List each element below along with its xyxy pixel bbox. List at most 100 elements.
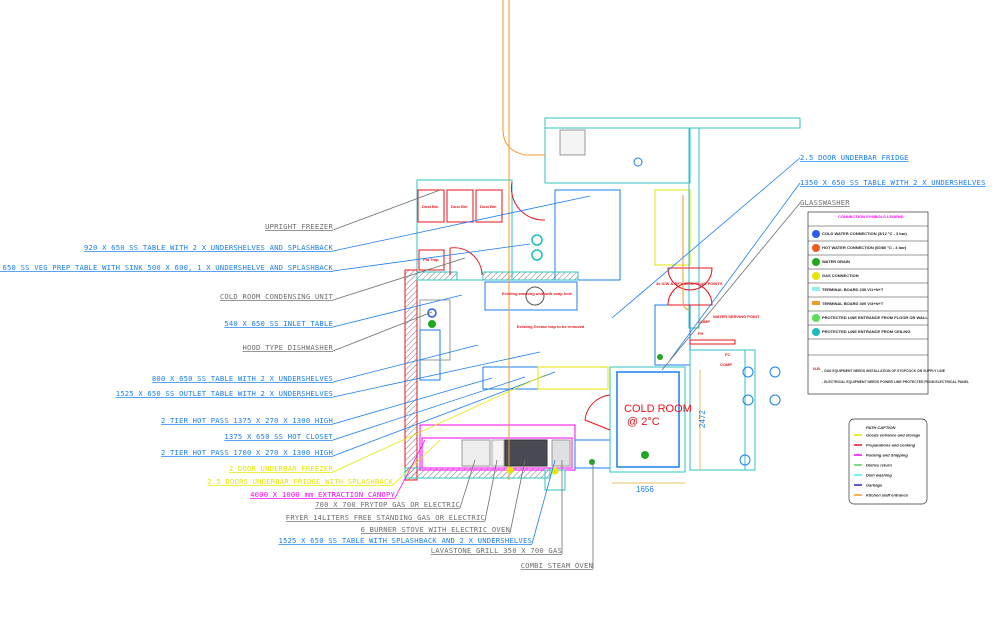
leader-line bbox=[392, 439, 441, 486]
leader-line bbox=[332, 311, 433, 352]
leader-line bbox=[531, 459, 556, 545]
path-caption-item: Preparations and cooking bbox=[866, 443, 916, 448]
cold-room bbox=[609, 366, 686, 473]
equipment-label: GLASSWASHER bbox=[800, 198, 850, 207]
mid-wall bbox=[482, 271, 579, 281]
ceiling-entrance-icon bbox=[812, 328, 820, 336]
dust-bin-label: Dust Bin bbox=[480, 204, 497, 209]
equipment-label: 700 X 700 FRYTOP GAS OR ELECTRIC bbox=[315, 500, 460, 509]
equipment-label: 2050 X 650 SS VEG PREP TABLE WITH SINK 5… bbox=[0, 263, 333, 272]
water-connection-icon bbox=[531, 234, 543, 246]
existing-sink-label: Existing washing unit with soap hole bbox=[502, 291, 573, 296]
gas-connection-icon bbox=[812, 272, 820, 280]
top-corridor-wall bbox=[544, 117, 801, 129]
pipe-3 bbox=[682, 195, 691, 311]
leader-line bbox=[332, 377, 493, 425]
canopy-inner bbox=[421, 437, 573, 469]
equipment-label: 540 X 650 SS INLET TABLE bbox=[224, 319, 333, 328]
leader-line bbox=[661, 202, 801, 371]
gas-connection-icon bbox=[551, 467, 559, 475]
hot-pass-2 bbox=[537, 366, 609, 390]
dust-bin-label: Dust Bin bbox=[422, 204, 439, 209]
terminal-board-230-icon bbox=[812, 287, 820, 291]
water-connection-icon bbox=[531, 249, 543, 261]
cold-water-icon bbox=[427, 308, 437, 318]
storage-room bbox=[416, 179, 513, 281]
legend-item-label: PROTECTED LINE ENTRANCE FROM FLOOR OR WA… bbox=[822, 315, 928, 320]
cold-water-icon bbox=[812, 230, 820, 238]
equipment-label: 6 BURNER STOVE WITH ELECTRIC OVEN bbox=[361, 525, 510, 534]
leader-line bbox=[332, 351, 541, 398]
equipment-label: 1525 X 650 SS TABLE WITH SPLASHBACK AND … bbox=[278, 536, 532, 545]
storage-door bbox=[510, 181, 546, 221]
equipment-label: 2 DOOR UNDERBAR FREEZER bbox=[229, 464, 334, 473]
legend-item-label: TERMINAL BOARD 400 V/3+N+T bbox=[822, 301, 884, 306]
comp-label: COMP bbox=[698, 319, 710, 324]
legend-item-label: TERMINAL BOARD 230 V/1+N+T bbox=[822, 287, 884, 292]
bar-door-arc-bottom bbox=[667, 282, 713, 306]
cold-room-inner bbox=[616, 371, 680, 468]
dimension-height: 2472 bbox=[698, 410, 707, 428]
connection-legend: CONNECTION SYMBOLS LEGEND COLD WATER CON… bbox=[807, 211, 969, 395]
dust-bin-2 bbox=[446, 189, 474, 223]
leader-line bbox=[459, 459, 476, 509]
ceiling-light-icon bbox=[633, 157, 643, 167]
nb-title: N.B. bbox=[813, 366, 821, 371]
legend-item-label: WATER DRAIN bbox=[822, 259, 850, 264]
dust-bin-3 bbox=[475, 189, 503, 223]
path-caption-frame bbox=[848, 418, 928, 505]
orange-pipes bbox=[502, 0, 691, 480]
path-caption-title: PATH CAPTION bbox=[866, 425, 896, 430]
equipment-label: UPRIGHT FREEZER bbox=[265, 222, 333, 231]
plug-points-label: 3x ICW & RF's 200m PLUG POINTS bbox=[656, 281, 723, 286]
grease-trap-label: Existing Grease trap to be removed bbox=[517, 324, 585, 329]
outlet-table bbox=[419, 329, 441, 381]
leader-line bbox=[332, 344, 479, 383]
equipment-labels: UPRIGHT FREEZER 920 X 650 SS TABLE WITH 2… bbox=[0, 153, 985, 570]
fh-label: FH bbox=[698, 331, 703, 336]
legend-item-label: COLD WATER CONNECTION (3/12 °C - 3 bar) bbox=[822, 231, 908, 236]
equipment-label: HOOD TYPE DISHWASHER bbox=[242, 343, 333, 352]
bar-door-arc-top bbox=[667, 267, 713, 291]
equipment-label: 1375 X 650 SS HOT CLOSET bbox=[224, 432, 333, 441]
path-caption: PATH CAPTION Goods entrance and storageP… bbox=[848, 418, 928, 505]
fat-trap-label: Fat Trap bbox=[423, 257, 439, 262]
fc-label: FC bbox=[725, 352, 730, 357]
equipment-label: LAVASTONE GRILL 350 X 700 GAS bbox=[431, 546, 562, 555]
legend-frame bbox=[807, 211, 929, 395]
drain-icon bbox=[641, 451, 649, 459]
leader-line bbox=[332, 374, 546, 473]
sink-table bbox=[484, 281, 578, 311]
equipment-label: 1525 X 650 SS OUTLET TABLE WITH 2 X UNDE… bbox=[116, 389, 333, 398]
drain-icon bbox=[657, 354, 663, 360]
leader-line bbox=[332, 371, 556, 457]
legend-title: CONNECTION SYMBOLS LEGEND bbox=[838, 214, 904, 219]
gas-connection-icon bbox=[506, 466, 514, 474]
dimension-width: 1656 bbox=[636, 485, 654, 494]
comp-label-2: COMP bbox=[720, 362, 732, 367]
fan-icon bbox=[742, 394, 754, 406]
leader-line bbox=[394, 439, 426, 499]
grease-trap bbox=[525, 286, 545, 306]
equipment-label: COLD ROOM CONDENSING UNIT bbox=[220, 292, 334, 301]
drain-icon bbox=[428, 320, 436, 328]
storage-inner-door bbox=[449, 247, 483, 276]
hot-water-icon bbox=[812, 244, 820, 252]
equipment-label: 4000 X 1000 mm EXTRACTION CANOPY bbox=[250, 490, 395, 499]
equipment-label: 920 X 650 SS TABLE WITH 2 X UNDERSHELVES… bbox=[84, 243, 333, 252]
right-column bbox=[744, 349, 756, 471]
fan-icon bbox=[769, 366, 781, 378]
equipment-label: COMBI STEAM OVEN bbox=[521, 561, 593, 570]
path-caption-item: Kitchen staff entrance bbox=[866, 493, 909, 498]
bar-wall bbox=[688, 127, 700, 329]
leader-line bbox=[509, 459, 526, 534]
bar-counter bbox=[654, 189, 691, 266]
connection-symbols bbox=[427, 157, 781, 475]
path-caption-item: Garbage bbox=[866, 483, 883, 488]
leader-line bbox=[332, 243, 531, 272]
legend-note: - GAS EQUIPMENT NEEDS INSTALLATION OF ST… bbox=[822, 369, 946, 373]
equipment-label: 2 TIER HOT PASS 1375 X 270 X 1300 HIGH bbox=[161, 416, 333, 425]
lavastone-grill bbox=[551, 439, 571, 467]
water-drain-icon bbox=[812, 258, 820, 266]
equipment-label: 800 X 650 SS TABLE WITH 2 X UNDERSHELVES bbox=[152, 374, 333, 383]
